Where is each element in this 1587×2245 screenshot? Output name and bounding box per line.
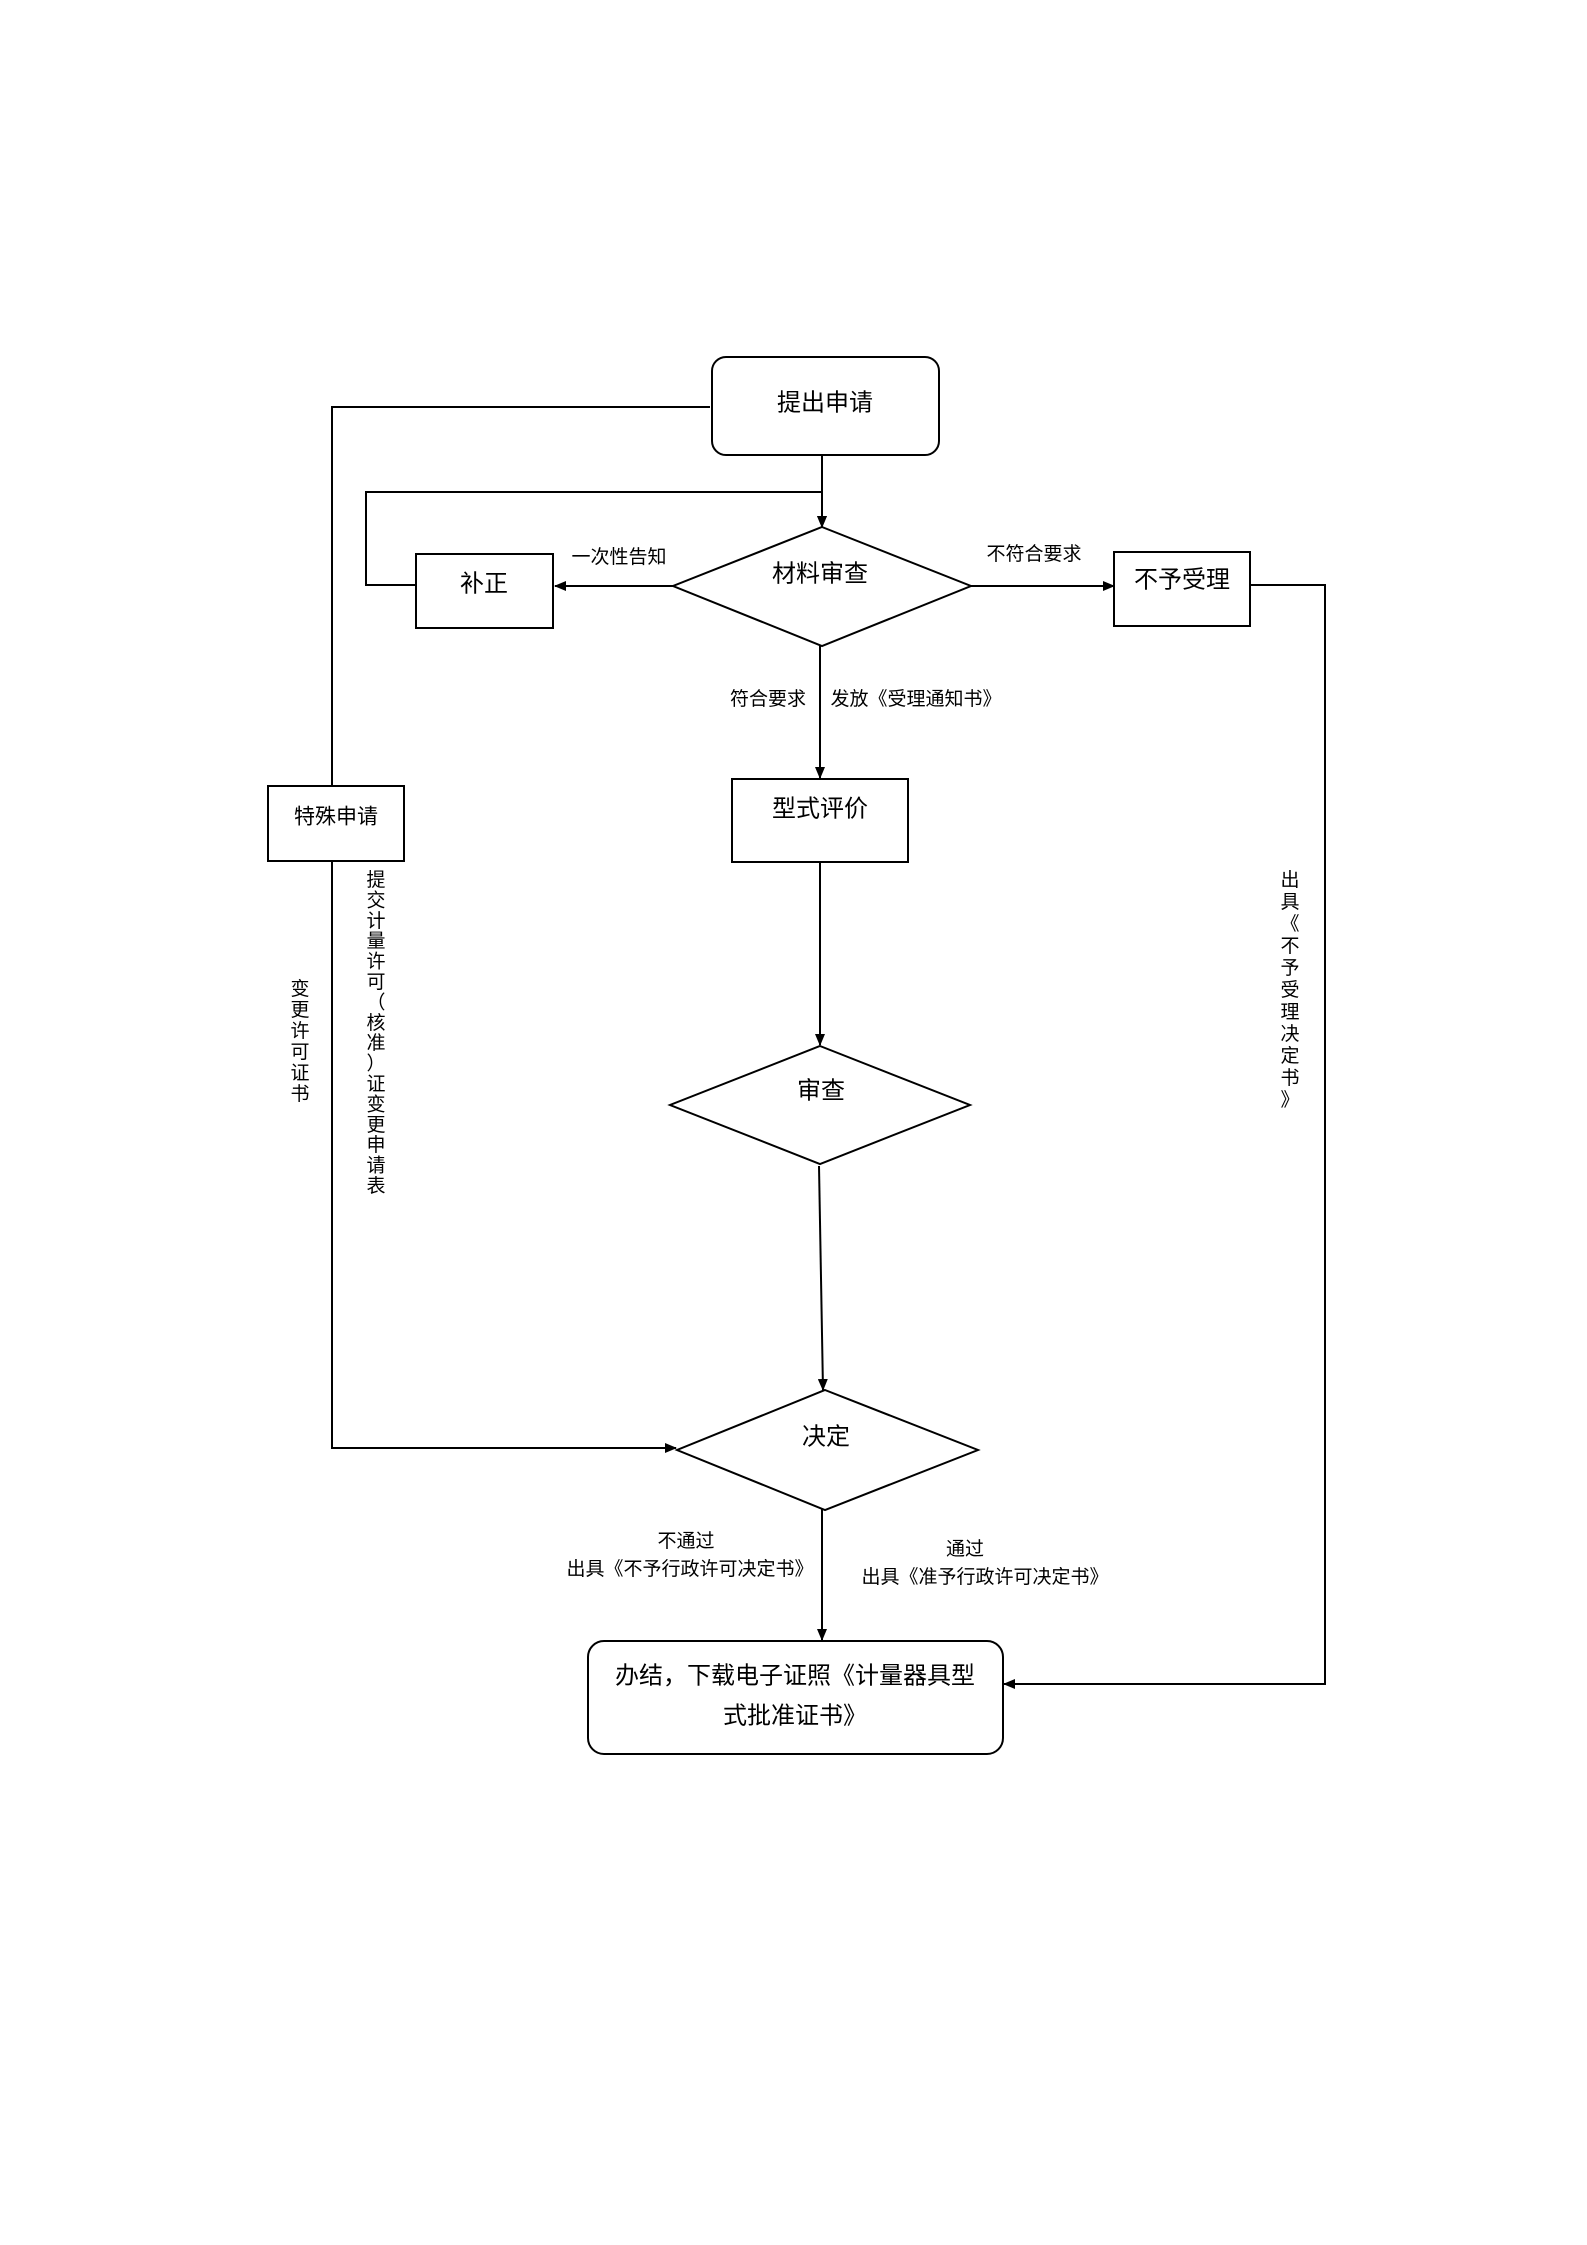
node-reject-accept-label: 不予受理 [1134, 566, 1230, 594]
node-finish [587, 1640, 1004, 1755]
label-not-pass: 不通过 [657, 1530, 714, 1552]
node-type-evaluation-label: 型式评价 [772, 795, 868, 823]
label-notify-once: 一次性告知 [571, 546, 666, 568]
node-apply [711, 356, 940, 456]
label-issue-not-grant: 出具《不予行政许可决定书》 [566, 1558, 813, 1580]
node-review-materials-label: 材料审查 [772, 560, 868, 588]
node-finish-label-2: 式批准证书》 [723, 1702, 867, 1730]
label-not-meet: 不符合要求 [986, 543, 1081, 565]
edge-apply-special [331, 406, 710, 786]
label-issue-notice: 发放《受理通知书》 [830, 688, 1001, 710]
label-submit-change-form: 提交计量许可（核准）证变更申请表 [366, 869, 385, 1197]
node-apply-label: 提出申请 [777, 389, 873, 417]
label-pass: 通过 [946, 1538, 984, 1560]
node-type-evaluation [731, 778, 909, 863]
node-reject-accept [1113, 551, 1251, 627]
node-examine [667, 1044, 973, 1166]
edge-correction-loop [365, 491, 822, 586]
label-change-license: 变更许可证书 [290, 978, 309, 1105]
edge-reject-finish [1004, 584, 1326, 1685]
node-correction [415, 553, 554, 629]
edge-examine-decide [817, 1165, 828, 1391]
node-special-apply [267, 785, 405, 862]
node-correction-label: 补正 [460, 570, 508, 598]
node-examine-label: 审查 [797, 1077, 845, 1105]
label-meet: 符合要求 [730, 688, 806, 710]
edge-special-decide [331, 861, 672, 1449]
node-decide [674, 1388, 981, 1512]
node-finish-label-1: 办结，下载电子证照《计量器具型 [615, 1662, 975, 1690]
label-issue-reject-decision: 出具《不予受理决定书》 [1280, 869, 1299, 1111]
node-review-materials [670, 525, 974, 648]
node-special-apply-label: 特殊申请 [294, 805, 378, 829]
node-decide-label: 决定 [802, 1423, 850, 1451]
label-issue-grant: 出具《准予行政许可决定书》 [861, 1566, 1108, 1588]
